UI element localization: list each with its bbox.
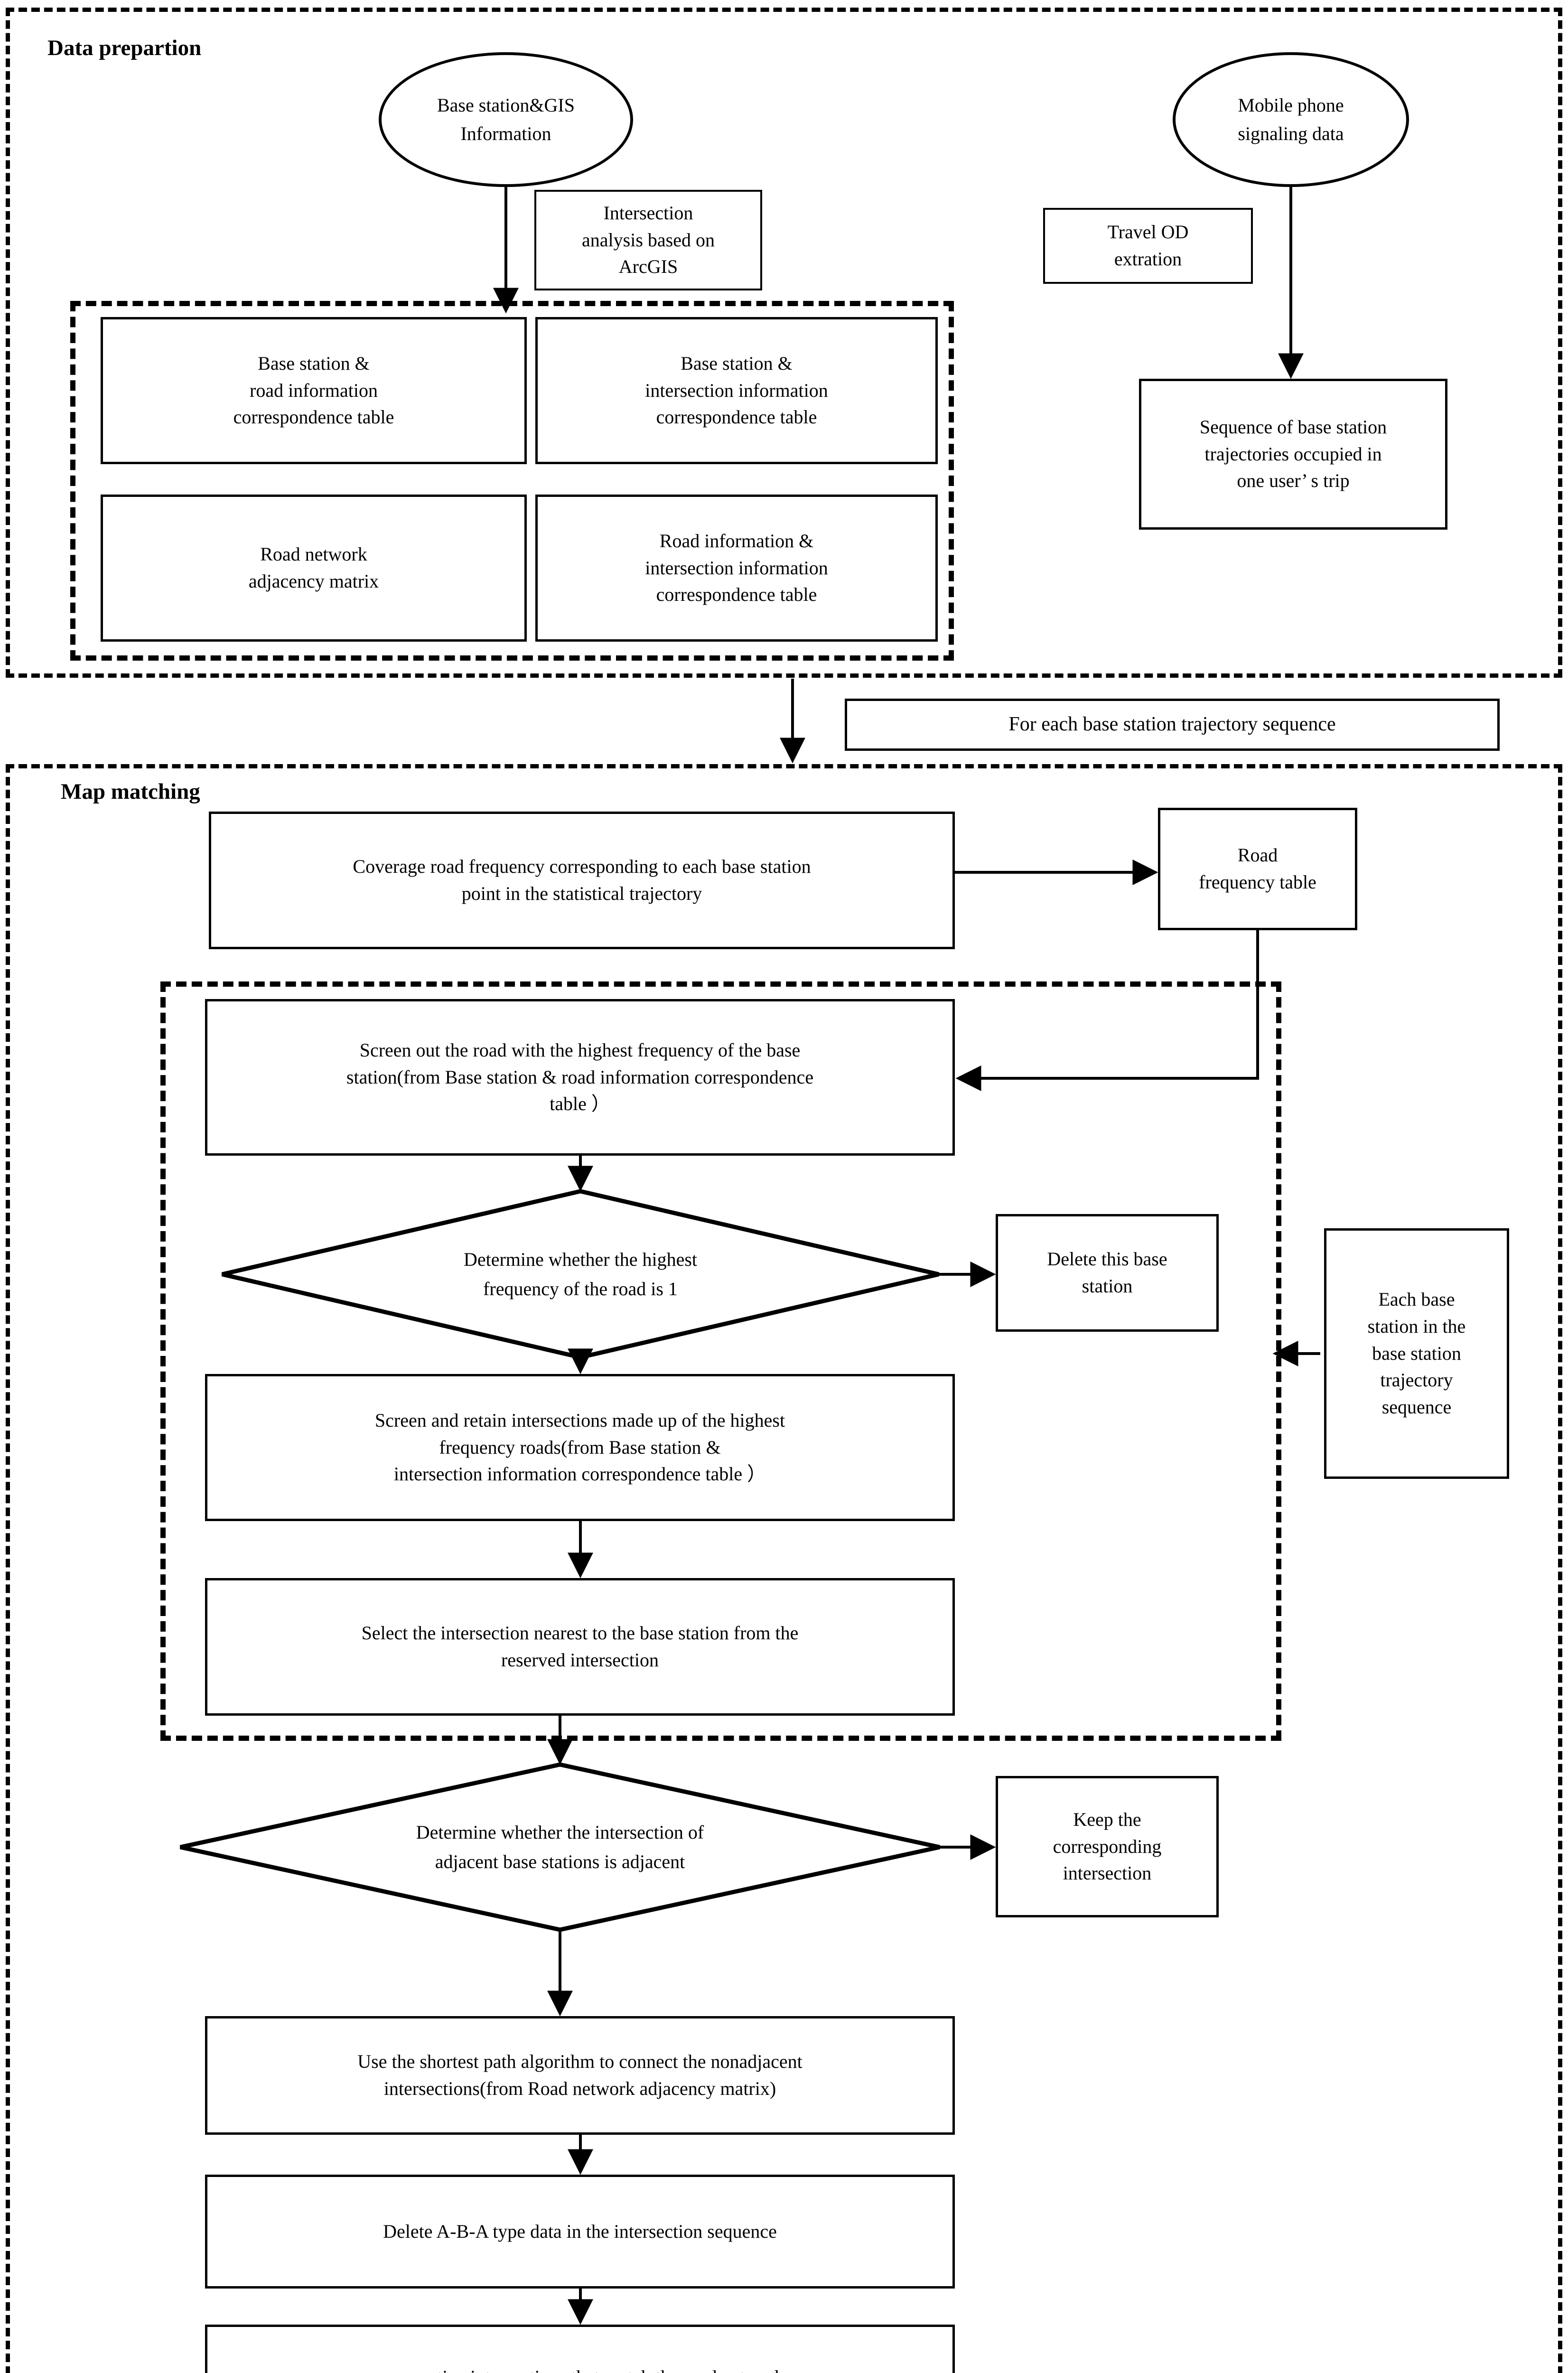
screen-out-road-box: Screen out the road with the highest fre… (205, 999, 955, 1156)
delete-aba-label: Delete A-B-A type data in the intersecti… (383, 2220, 777, 2242)
coverage-road-frequency-label: Coverage road frequency corresponding to… (353, 856, 811, 904)
loop-label-text: For each base station trajectory sequenc… (1008, 713, 1336, 736)
data-preparation-title: Data prepartion (47, 36, 202, 60)
select-nearest-intersection-label: Select the intersection nearest to the b… (361, 1622, 799, 1671)
coverage-road-frequency-box: Coverage road frequency corresponding to… (209, 812, 955, 949)
select-nearest-intersection-box: Select the intersection nearest to the b… (205, 1578, 955, 1716)
consecutive-intersections-box: consecutive intersections that match the… (205, 2325, 955, 2373)
shortest-path-box: Use the shortest path algorithm to conne… (205, 2016, 955, 2135)
data-preparation-section-frame (6, 8, 1562, 678)
table-box-road-intersection: Road information &intersection informati… (535, 495, 938, 642)
loop-label-box: For each base station trajectory sequenc… (845, 699, 1500, 751)
consecutive-intersections-label: consecutive intersections that match the… (214, 2364, 946, 2373)
screen-retain-intersections-label: Screen and retain intersections made up … (374, 1409, 785, 1485)
delete-aba-box: Delete A-B-A type data in the intersecti… (205, 2175, 955, 2289)
screen-retain-intersections-box: Screen and retain intersections made up … (205, 1374, 955, 1521)
map-matching-title: Map matching (61, 779, 200, 804)
shortest-path-label: Use the shortest path algorithm to conne… (357, 2051, 803, 2099)
table-label-road-intersection: Road information &intersection informati… (645, 530, 828, 606)
map-matching-section-frame (6, 764, 1562, 2373)
screen-out-road-label: Screen out the road with the highest fre… (346, 1039, 814, 1115)
